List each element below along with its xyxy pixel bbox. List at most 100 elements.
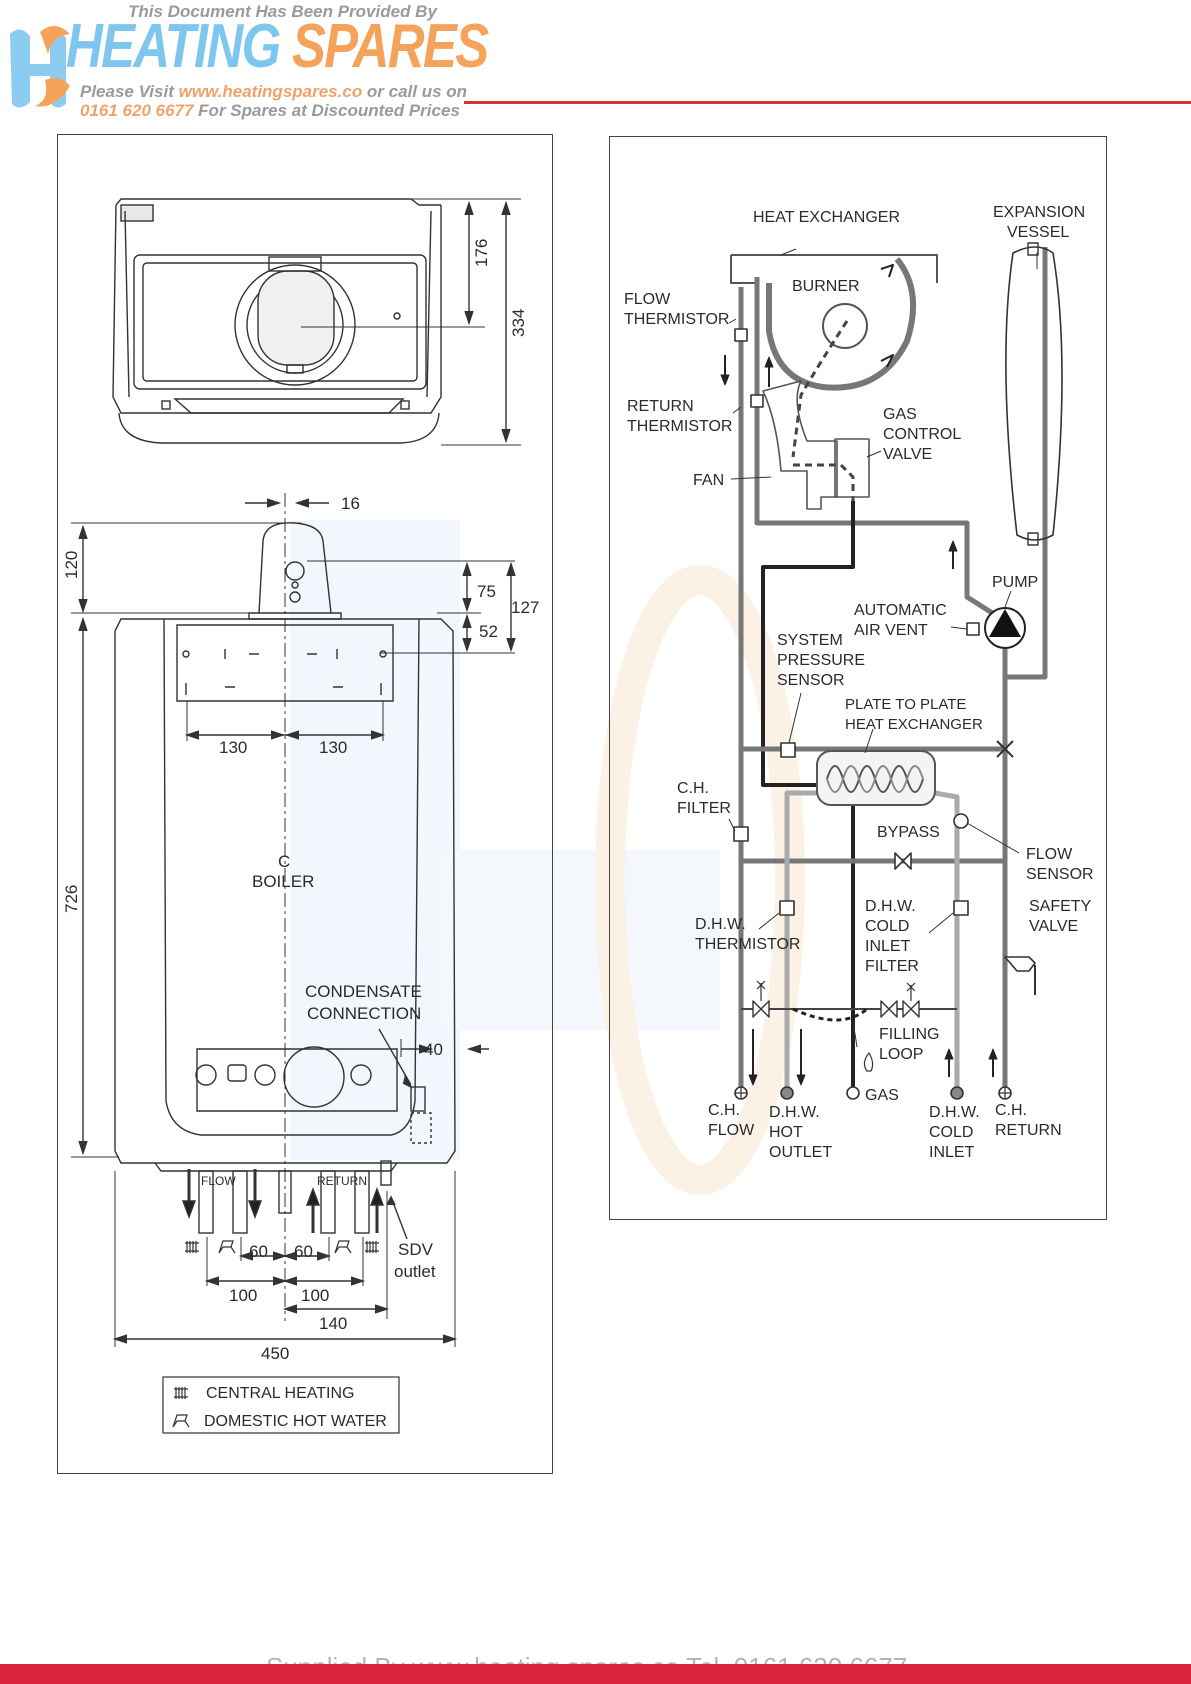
visit-line: Please Visit www.heatingspares.co or cal… xyxy=(80,82,467,102)
expansion-vessel-label-2: VESSEL xyxy=(1007,224,1069,241)
ch-flow-label-1: C.H. xyxy=(708,1102,740,1119)
dim-16: 16 xyxy=(341,494,360,513)
ch-return-label-1: C.H. xyxy=(995,1102,1027,1119)
flow-label: FLOW xyxy=(201,1174,236,1188)
expansion-vessel xyxy=(1005,246,1063,541)
dim-52: 52 xyxy=(479,622,498,641)
heat-exchanger xyxy=(730,254,938,284)
dhw-thermistor-label-1: D.H.W. xyxy=(695,916,746,933)
dim-334: 334 xyxy=(509,309,528,337)
flow-sensor-label-1: FLOW xyxy=(1026,846,1073,863)
pressure-sensor-label-2: PRESSURE xyxy=(777,652,865,669)
dim-40: 40 xyxy=(424,1040,443,1059)
dhw-cold-filter-label-4: FILTER xyxy=(865,958,919,975)
flow-thermistor-label-1: FLOW xyxy=(624,291,671,308)
plate-hx-label-2: HEAT EXCHANGER xyxy=(845,716,983,733)
phone-suffix: For Spares at Discounted Prices xyxy=(193,101,460,120)
gas-control-valve xyxy=(834,438,870,498)
dhw-cold-filter-label-2: COLD xyxy=(865,918,909,935)
phone-number: 0161 620 6677 xyxy=(80,101,194,120)
dhw-hot-label-2: HOT xyxy=(769,1124,803,1141)
filling-loop-label-1: FILLING xyxy=(879,1026,939,1043)
schematic-panel: HEAT EXCHANGER EXPANSION VESSEL BURNER F… xyxy=(609,136,1107,1220)
filling-loop-label-2: LOOP xyxy=(879,1046,923,1063)
visit-prefix: Please Visit xyxy=(80,82,179,101)
air-vent xyxy=(966,622,980,636)
schematic-drawing: HEAT EXCHANGER EXPANSION VESSEL BURNER F… xyxy=(624,204,1094,1161)
tap-icon xyxy=(172,1240,352,1428)
flow-sensor-label-2: SENSOR xyxy=(1026,866,1094,883)
dhw-thermistor-label-2: THERMISTOR xyxy=(695,936,800,953)
radiator-icon xyxy=(174,1241,379,1399)
brand-word-spares: SPARES xyxy=(292,12,489,81)
dhw-hot-label-1: D.H.W. xyxy=(769,1104,820,1121)
brand-word-heating: HEATING xyxy=(66,12,281,81)
dimensions-drawing: 176 334 16 120 75 127 52 130 130 726 C B… xyxy=(62,198,539,1434)
gas-control-valve-label-1: GAS xyxy=(883,406,917,423)
sdv-label-2: outlet xyxy=(394,1262,436,1281)
pressure-sensor-label-3: SENSOR xyxy=(777,672,845,689)
brand-wordmark: HEATING SPARES xyxy=(66,12,489,82)
visit-url-link[interactable]: www.heatingspares.co xyxy=(178,82,363,101)
return-thermistor-label-1: RETURN xyxy=(627,398,694,415)
header: This Document Has Been Provided By HEATI… xyxy=(0,0,1191,120)
gas-control-valve-label-2: CONTROL xyxy=(883,426,961,443)
dhw-hot-label-3: OUTLET xyxy=(769,1144,832,1161)
ch-return-label-2: RETURN xyxy=(995,1122,1062,1139)
sdv-label-1: SDV xyxy=(398,1240,434,1259)
dhw-cold-label-2: COLD xyxy=(929,1124,973,1141)
plate-hx-label-1: PLATE TO PLATE xyxy=(845,696,966,713)
fan-label: FAN xyxy=(693,472,724,489)
dimensions-panel: 176 334 16 120 75 127 52 130 130 726 C B… xyxy=(57,134,553,1474)
header-rule xyxy=(464,101,1191,104)
legend-central-heating: CENTRAL HEATING xyxy=(206,1385,354,1402)
phone-line: 0161 620 6677 For Spares at Discounted P… xyxy=(80,101,460,121)
dhw-cold-filter-label-3: INLET xyxy=(865,938,911,955)
return-thermistor-label-2: THERMISTOR xyxy=(627,418,732,435)
dim-60-right: 60 xyxy=(294,1242,313,1261)
condensate-label-1: CONDENSATE xyxy=(305,982,422,1001)
heat-exchanger-label: HEAT EXCHANGER xyxy=(753,209,900,226)
dim-100-left: 100 xyxy=(229,1286,257,1305)
burner xyxy=(822,303,868,349)
pressure-sensor-label-1: SYSTEM xyxy=(777,632,843,649)
gas-control-valve-label-3: VALVE xyxy=(883,446,932,463)
burner-label: BURNER xyxy=(792,278,860,295)
ch-filter-label-1: C.H. xyxy=(677,780,709,797)
dhw-cold-label-1: D.H.W. xyxy=(929,1104,980,1121)
air-vent-label-2: AIR VENT xyxy=(854,622,928,639)
ch-flow-label-2: FLOW xyxy=(708,1122,755,1139)
safety-valve-label-2: VALVE xyxy=(1029,918,1078,935)
dim-60-left: 60 xyxy=(249,1242,268,1261)
return-label: RETURN xyxy=(317,1174,367,1188)
dhw-cold-filter-label-1: D.H.W. xyxy=(865,898,916,915)
expansion-vessel-label-1: EXPANSION xyxy=(993,204,1085,221)
front-view xyxy=(71,493,516,1434)
gas-flame-icon xyxy=(863,1052,874,1072)
safety-valve-label-1: SAFETY xyxy=(1029,898,1092,915)
ch-filter-label-2: FILTER xyxy=(677,800,731,817)
boiler-label: BOILER xyxy=(252,872,314,891)
flow-thermistor-label-2: THERMISTOR xyxy=(624,311,729,328)
gas-label: GAS xyxy=(865,1087,899,1104)
dhw-cold-label-3: INLET xyxy=(929,1144,975,1161)
provided-by-text: This Document Has Been Provided By xyxy=(128,2,437,21)
dim-176: 176 xyxy=(472,239,491,267)
centreline-symbol: C xyxy=(278,852,290,871)
dim-100-right: 100 xyxy=(301,1286,329,1305)
dim-726: 726 xyxy=(62,885,81,913)
legend-domestic-hot-water: DOMESTIC HOT WATER xyxy=(204,1413,387,1430)
dim-450: 450 xyxy=(261,1344,289,1363)
heatingspares-logo-icon xyxy=(10,25,70,108)
dim-120: 120 xyxy=(62,551,81,579)
visit-suffix: or call us on xyxy=(362,82,468,101)
dim-130-right: 130 xyxy=(319,738,347,757)
condensate-label-2: CONNECTION xyxy=(307,1004,421,1023)
top-view xyxy=(112,198,521,446)
dim-75: 75 xyxy=(477,582,496,601)
dim-130-left: 130 xyxy=(219,738,247,757)
pump-label: PUMP xyxy=(992,574,1038,591)
air-vent-label-1: AUTOMATIC xyxy=(854,602,947,619)
dim-127: 127 xyxy=(511,598,539,617)
